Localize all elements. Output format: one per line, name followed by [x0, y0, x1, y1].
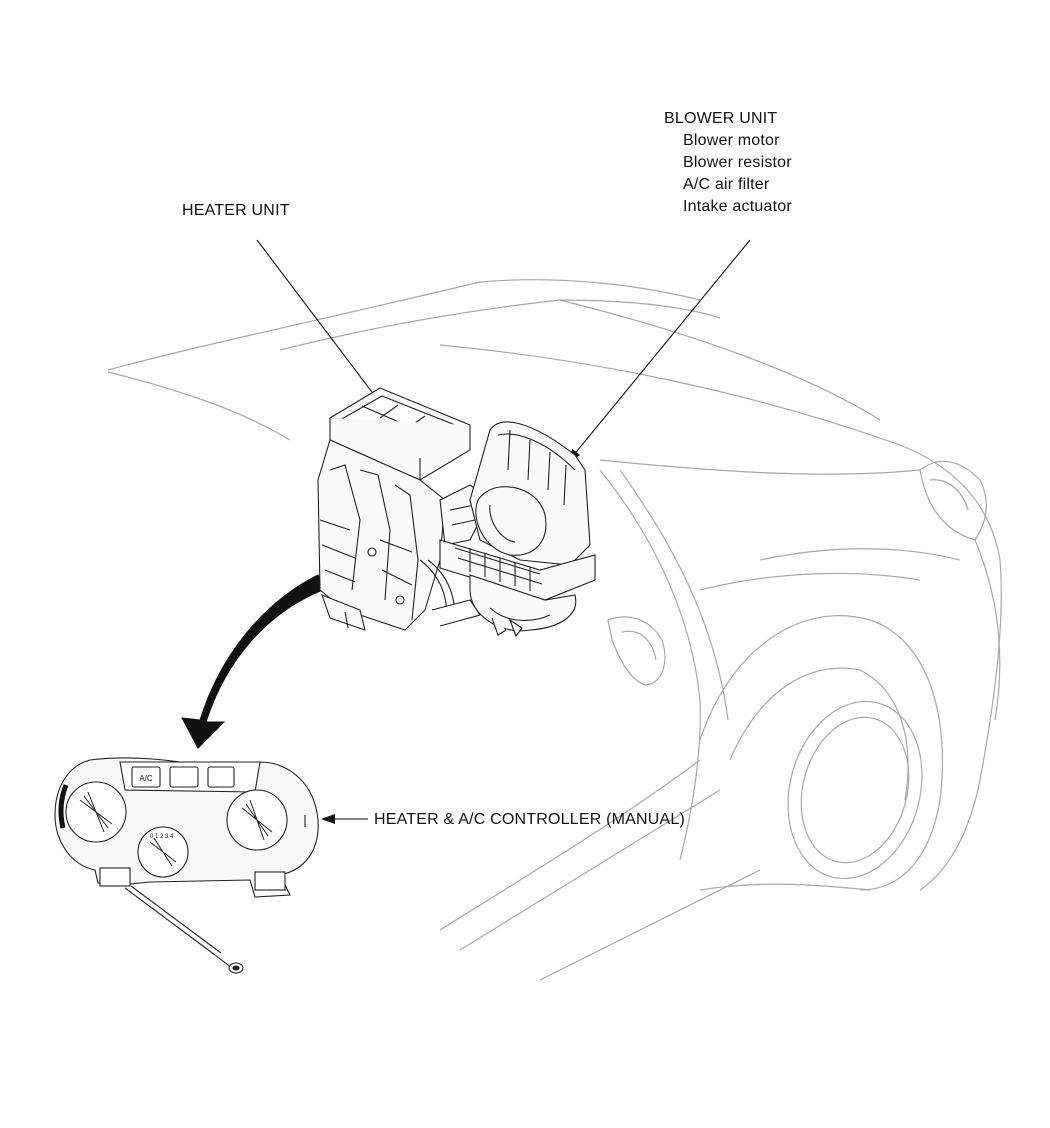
heater-unit-leader — [256, 239, 385, 409]
blower-motor-label: Blower motor — [683, 132, 780, 149]
car-outline — [107, 279, 1002, 981]
knob-scale: 0 1 2 3 4 — [150, 834, 174, 840]
blower-unit-leader — [567, 239, 751, 463]
curved-arrow-icon — [181, 574, 329, 749]
blower-unit-label-block: BLOWER UNIT Blower motor Blower resistor… — [664, 108, 792, 218]
heater-unit-drawing — [317, 387, 491, 631]
blower-resistor-label: Blower resistor — [683, 154, 792, 171]
controller-label: HEATER & A/C CONTROLLER (MANUAL) — [374, 811, 686, 828]
ac-air-filter-label: A/C air filter — [683, 176, 770, 193]
ac-button-label: A/C — [139, 774, 153, 783]
blower-unit-drawing — [439, 421, 596, 638]
controller-panel-drawing — [54, 757, 319, 974]
blower-unit-title: BLOWER UNIT — [664, 110, 778, 127]
heater-unit-label: HEATER UNIT — [182, 202, 290, 219]
intake-actuator-label: Intake actuator — [683, 198, 792, 215]
